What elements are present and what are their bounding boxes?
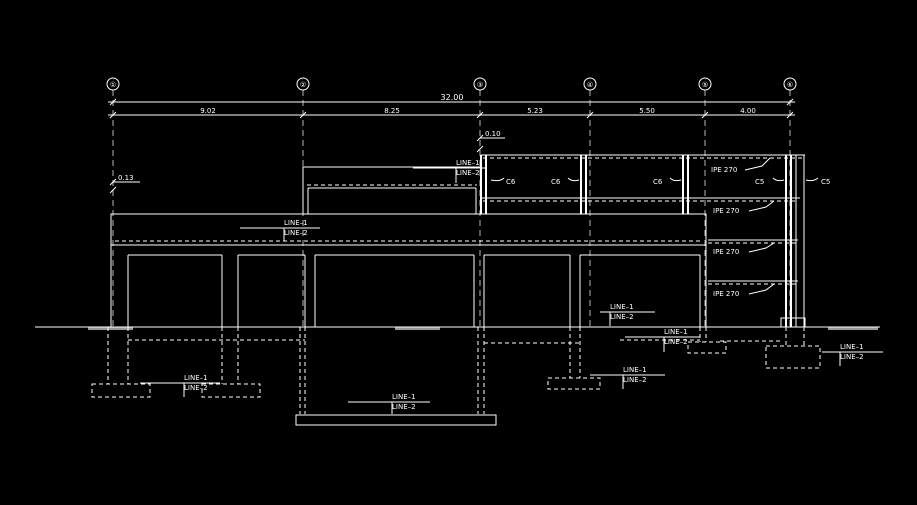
svg-text:LINE–1: LINE–1 — [664, 328, 688, 336]
svg-text:0.13: 0.13 — [118, 174, 134, 182]
span-dimension-2: 8.25 — [384, 107, 400, 115]
column-label-1: C6 — [506, 178, 516, 186]
grid-bubble-4: ④ — [583, 77, 597, 91]
offset-dimension-top: 0.10 — [476, 130, 505, 153]
svg-text:LINE–1: LINE–1 — [623, 366, 647, 374]
beam-label-3: IPE 270 — [713, 248, 739, 256]
svg-text:0.10: 0.10 — [485, 130, 501, 138]
svg-text:LINE–1: LINE–1 — [840, 343, 864, 351]
span-dimension-4: 5.50 — [639, 107, 655, 115]
span-dimensions: 9.02 8.25 5.23 5.50 4.00 — [108, 107, 795, 119]
svg-text:LINE–2: LINE–2 — [664, 338, 688, 346]
column-label-4: C5 — [755, 178, 764, 186]
svg-text:LINE–1: LINE–1 — [184, 374, 208, 382]
svg-text:②: ② — [300, 81, 306, 89]
column-label-3: C6 — [653, 178, 663, 186]
line-annotation-4: LINE–1 LINE–2 — [625, 328, 700, 352]
line-annotation-8: LINE–1 LINE–2 — [348, 393, 430, 414]
foundations — [91, 327, 821, 426]
svg-text:⑤: ⑤ — [702, 81, 708, 89]
svg-text:④: ④ — [587, 81, 593, 89]
svg-text:LINE–1: LINE–1 — [284, 219, 308, 227]
upper-slab — [302, 166, 482, 215]
column-label-5: C5 — [821, 178, 830, 186]
svg-text:LINE–2: LINE–2 — [184, 384, 208, 392]
beam-label-4: IPE 270 — [713, 290, 739, 298]
grid-bubble-6: ⑥ — [783, 77, 797, 91]
grid-bubble-1: ① — [106, 77, 120, 91]
svg-text:LINE–2: LINE–2 — [284, 229, 308, 237]
svg-text:LINE–2: LINE–2 — [623, 376, 647, 384]
grid-bubble-2: ② — [296, 77, 310, 91]
beam-labels: IPE 270 IPE 270 IPE 270 IPE 270 — [711, 157, 775, 298]
svg-text:LINE–2: LINE–2 — [840, 353, 864, 361]
svg-text:LINE–2: LINE–2 — [456, 169, 480, 177]
svg-text:LINE–1: LINE–1 — [610, 303, 634, 311]
concrete-frame — [110, 213, 707, 327]
ground-hatch — [88, 327, 878, 330]
svg-text:LINE–2: LINE–2 — [610, 313, 634, 321]
offset-dimension-left: 0.13 — [109, 174, 140, 194]
line-annotation-3: LINE–1 LINE–2 — [600, 303, 655, 326]
span-dimension-5: 4.00 — [740, 107, 756, 115]
column-label-2: C6 — [551, 178, 561, 186]
svg-text:LINE–1: LINE–1 — [392, 393, 416, 401]
grid-bubble-3: ③ — [473, 77, 487, 91]
svg-text:LINE–1: LINE–1 — [456, 159, 480, 167]
line-annotation-6: LINE–1 LINE–2 — [590, 366, 665, 389]
svg-text:③: ③ — [477, 81, 483, 89]
svg-text:⑥: ⑥ — [787, 81, 793, 89]
beam-label-2: IPE 270 — [713, 207, 739, 215]
svg-text:LINE–2: LINE–2 — [392, 403, 416, 411]
total-dimension-text: 32.00 — [441, 93, 464, 102]
beam-label-1: IPE 270 — [711, 166, 737, 174]
line-annotation-2: LINE–1 LINE–2 — [413, 159, 485, 183]
steel-frame — [480, 154, 806, 328]
line-annotation-5: LINE–1 LINE–2 — [822, 343, 883, 366]
overall-dimension: 32.00 — [108, 93, 795, 106]
svg-text:①: ① — [110, 81, 116, 89]
span-dimension-1: 9.02 — [200, 107, 216, 115]
line-annotation-1: LINE–1 LINE–2 — [240, 219, 320, 241]
span-dimension-3: 5.23 — [527, 107, 543, 115]
grid-bubbles: ① ② ③ ④ ⑤ ⑥ — [106, 77, 797, 91]
line-annotation-7: LINE–1 LINE–2 — [140, 374, 220, 397]
column-labels: C6 C6 C6 C5 C5 — [490, 177, 830, 186]
grid-bubble-5: ⑤ — [698, 77, 712, 91]
